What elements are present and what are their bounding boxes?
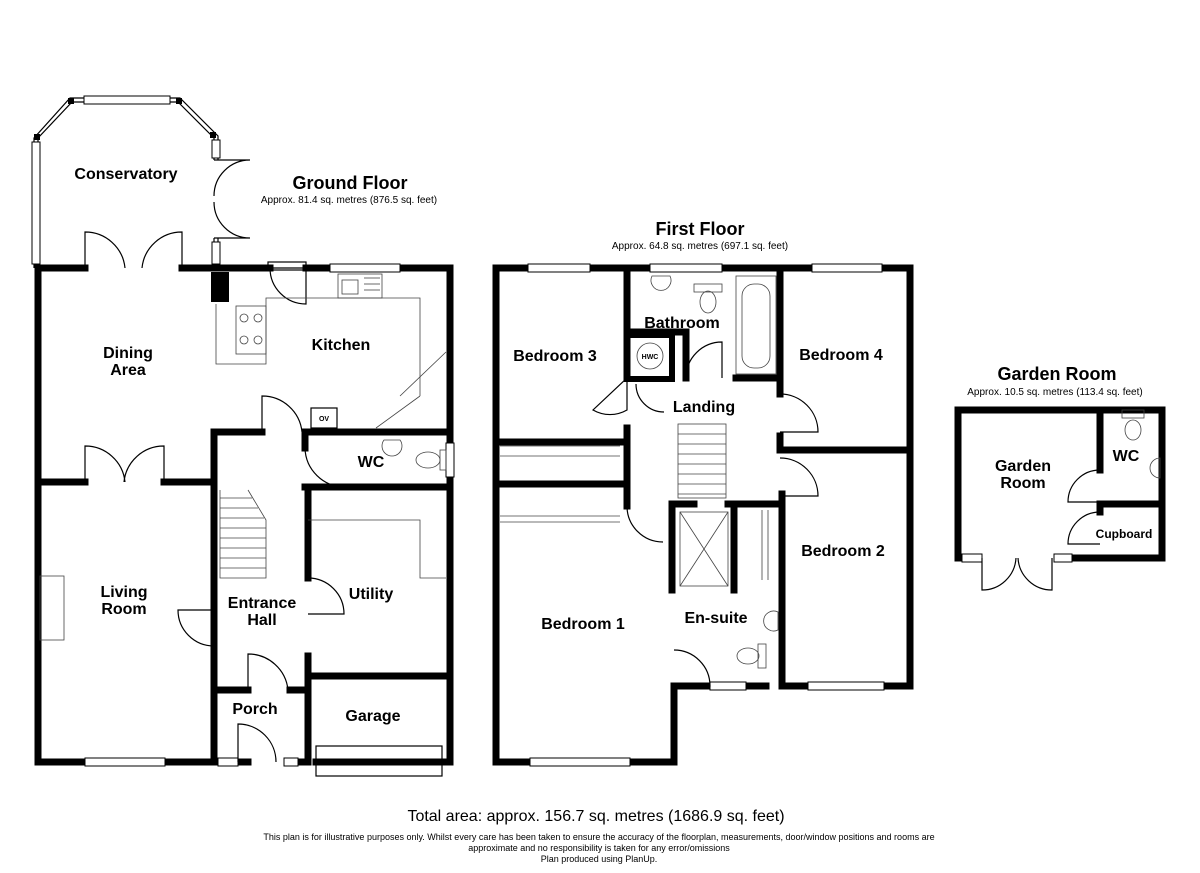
total-area: Total area: approx. 156.7 sq. metres (16… bbox=[407, 808, 784, 825]
first-floor-fittings bbox=[636, 275, 779, 669]
room-label-bedroom-1: Bedroom 1 bbox=[541, 616, 625, 633]
room-label-porch: Porch bbox=[232, 701, 277, 718]
room-label-bedroom-2: Bedroom 2 bbox=[801, 543, 885, 560]
label-hwc: HWC bbox=[642, 354, 659, 361]
first-floor-stairs bbox=[677, 423, 727, 499]
room-label-garden: Garden bbox=[995, 458, 1051, 475]
room-label-kitchen: Kitchen bbox=[312, 337, 371, 354]
disclaimer-line-1: This plan is for illustrative purposes o… bbox=[263, 832, 934, 842]
room-label-landing: Landing bbox=[673, 399, 735, 416]
garden-room-labels: Garden Room WC Cupboard bbox=[995, 448, 1152, 541]
first-floor-area: Approx. 64.8 sq. metres (697.1 sq. feet) bbox=[612, 241, 788, 252]
room-label-living: Living bbox=[100, 584, 147, 601]
room-label-bedroom-3: Bedroom 3 bbox=[513, 348, 597, 365]
room-label-utility: Utility bbox=[349, 586, 394, 603]
room-label-garage: Garage bbox=[345, 708, 400, 725]
ground-floor-area: Approx. 81.4 sq. metres (876.5 sq. feet) bbox=[261, 195, 437, 206]
garden-room-walls bbox=[954, 406, 1166, 563]
ground-floor-plan: Conservatory Dining Area Kitchen OV WC L… bbox=[31, 95, 455, 777]
room-label-en-suite: En-suite bbox=[684, 610, 747, 627]
ground-floor-windows bbox=[84, 263, 455, 767]
room-label-dining: Dining bbox=[103, 345, 153, 362]
room-label-entrance: Entrance bbox=[228, 595, 297, 612]
room-label-living-room: Room bbox=[101, 601, 146, 618]
room-label-conservatory: Conservatory bbox=[74, 166, 177, 183]
garden-room-area: Approx. 10.5 sq. metres (113.4 sq. feet) bbox=[967, 387, 1142, 398]
ground-stairs bbox=[219, 489, 267, 579]
conservatory-walls bbox=[31, 95, 251, 268]
first-floor-plan: Bathroom HWC Bedroom 3 Bedroom 4 Landing… bbox=[492, 219, 914, 767]
ground-floor-fittings bbox=[39, 273, 447, 777]
room-label-bedroom-4: Bedroom 4 bbox=[799, 347, 883, 364]
garden-room-plan: Garden Room WC Cupboard Garden Room Appr… bbox=[954, 364, 1166, 591]
garden-room-title: Garden Room bbox=[997, 364, 1116, 384]
room-label-wc: WC bbox=[358, 454, 385, 471]
room-label-garden-wc: WC bbox=[1113, 448, 1140, 465]
label-ov: OV bbox=[319, 416, 329, 423]
first-floor-doors bbox=[500, 341, 819, 687]
room-label-bathroom: Bathroom bbox=[644, 315, 720, 332]
room-label-cupboard: Cupboard bbox=[1096, 527, 1153, 541]
ground-floor-walls bbox=[34, 264, 454, 766]
room-label-dining-area: Area bbox=[110, 362, 146, 379]
first-floor-title: First Floor bbox=[656, 219, 745, 239]
footer: Total area: approx. 156.7 sq. metres (16… bbox=[263, 808, 934, 864]
disclaimer-line-2: approximate and no responsibility is tak… bbox=[468, 843, 730, 853]
garden-room-fittings bbox=[981, 409, 1161, 591]
ground-floor-title: Ground Floor bbox=[293, 173, 408, 193]
disclaimer-line-3: Plan produced using PlanUp. bbox=[541, 854, 658, 864]
first-floor-labels: Bathroom HWC Bedroom 3 Bedroom 4 Landing… bbox=[513, 315, 885, 633]
first-floor-windows bbox=[527, 263, 885, 767]
ground-floor-labels: Conservatory Dining Area Kitchen OV WC L… bbox=[74, 166, 400, 725]
room-label-garden-room: Room bbox=[1000, 475, 1045, 492]
ground-floor-doors bbox=[84, 231, 346, 763]
room-label-entrance-hall: Hall bbox=[247, 612, 276, 629]
